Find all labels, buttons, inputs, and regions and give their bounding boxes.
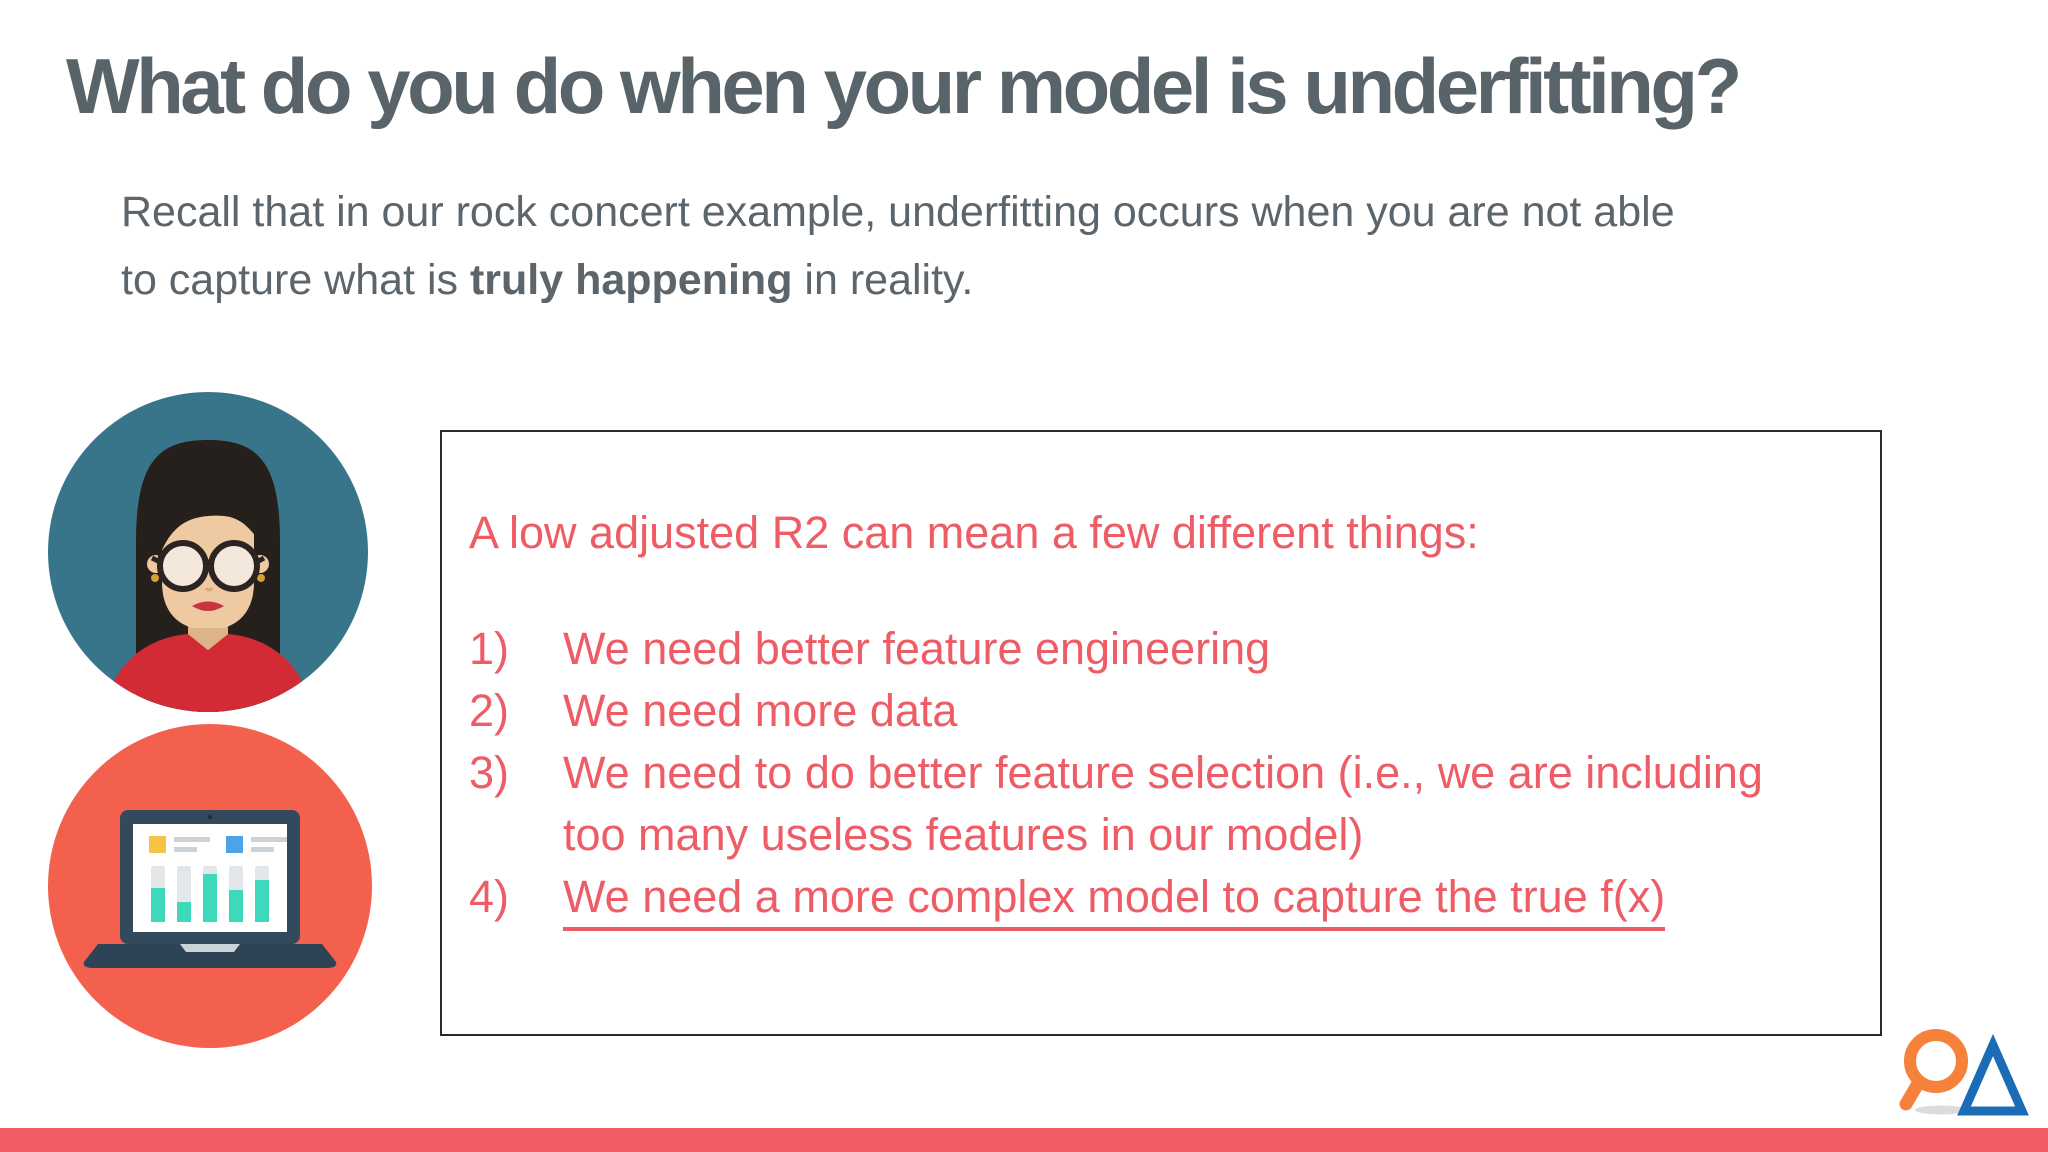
subtitle-line1: Recall that in our rock concert example,… [121,188,1675,236]
laptop-bar-chart-avatar-icon [48,724,372,1048]
list-item: 1) We need better feature engineering [469,618,1834,680]
woman-analyst-avatar-svg [48,392,368,712]
list-item: 2) We need more data [469,680,1834,742]
page-title: What do you do when your model is underf… [66,42,1742,130]
bottom-accent-bar [0,1128,2048,1152]
list-item-text: We need to do better feature selection (… [563,747,1763,860]
list-item-number: 1) [469,623,510,674]
subtitle-line2-post: in reality. [792,256,974,304]
list-item: 4) We need a more complex model to captu… [469,866,1834,931]
subtitle-line2-pre: to capture what is [121,256,470,304]
callout-list: 1) We need better feature engineering 2)… [469,618,1840,931]
logo-svg [1899,1029,2029,1116]
subtitle-bold-phrase: truly happening [469,256,793,304]
callout-box: A low adjusted R2 can mean a few differe… [440,430,1882,1036]
underlined-phrase: We need a more complex model to capture … [563,871,1666,931]
list-item-text: We need more data [563,685,958,736]
subtitle-text: Recall that in our rock concert example,… [121,178,1981,314]
list-item-text: We need better feature engineering [563,623,1271,674]
list-item-number: 2) [469,685,510,736]
woman-analyst-avatar-icon [48,392,368,712]
magnifier-triangle-logo-icon [1858,1020,2030,1122]
list-item-number: 3) [469,747,510,798]
list-item-number: 4) [469,871,510,922]
list-item: 3) We need to do better feature selectio… [469,742,1834,866]
list-item-text: We need a more complex model to capture … [563,866,1834,931]
laptop-bar-chart-avatar-svg [48,724,372,1048]
callout-heading: A low adjusted R2 can mean a few differe… [469,507,1479,558]
